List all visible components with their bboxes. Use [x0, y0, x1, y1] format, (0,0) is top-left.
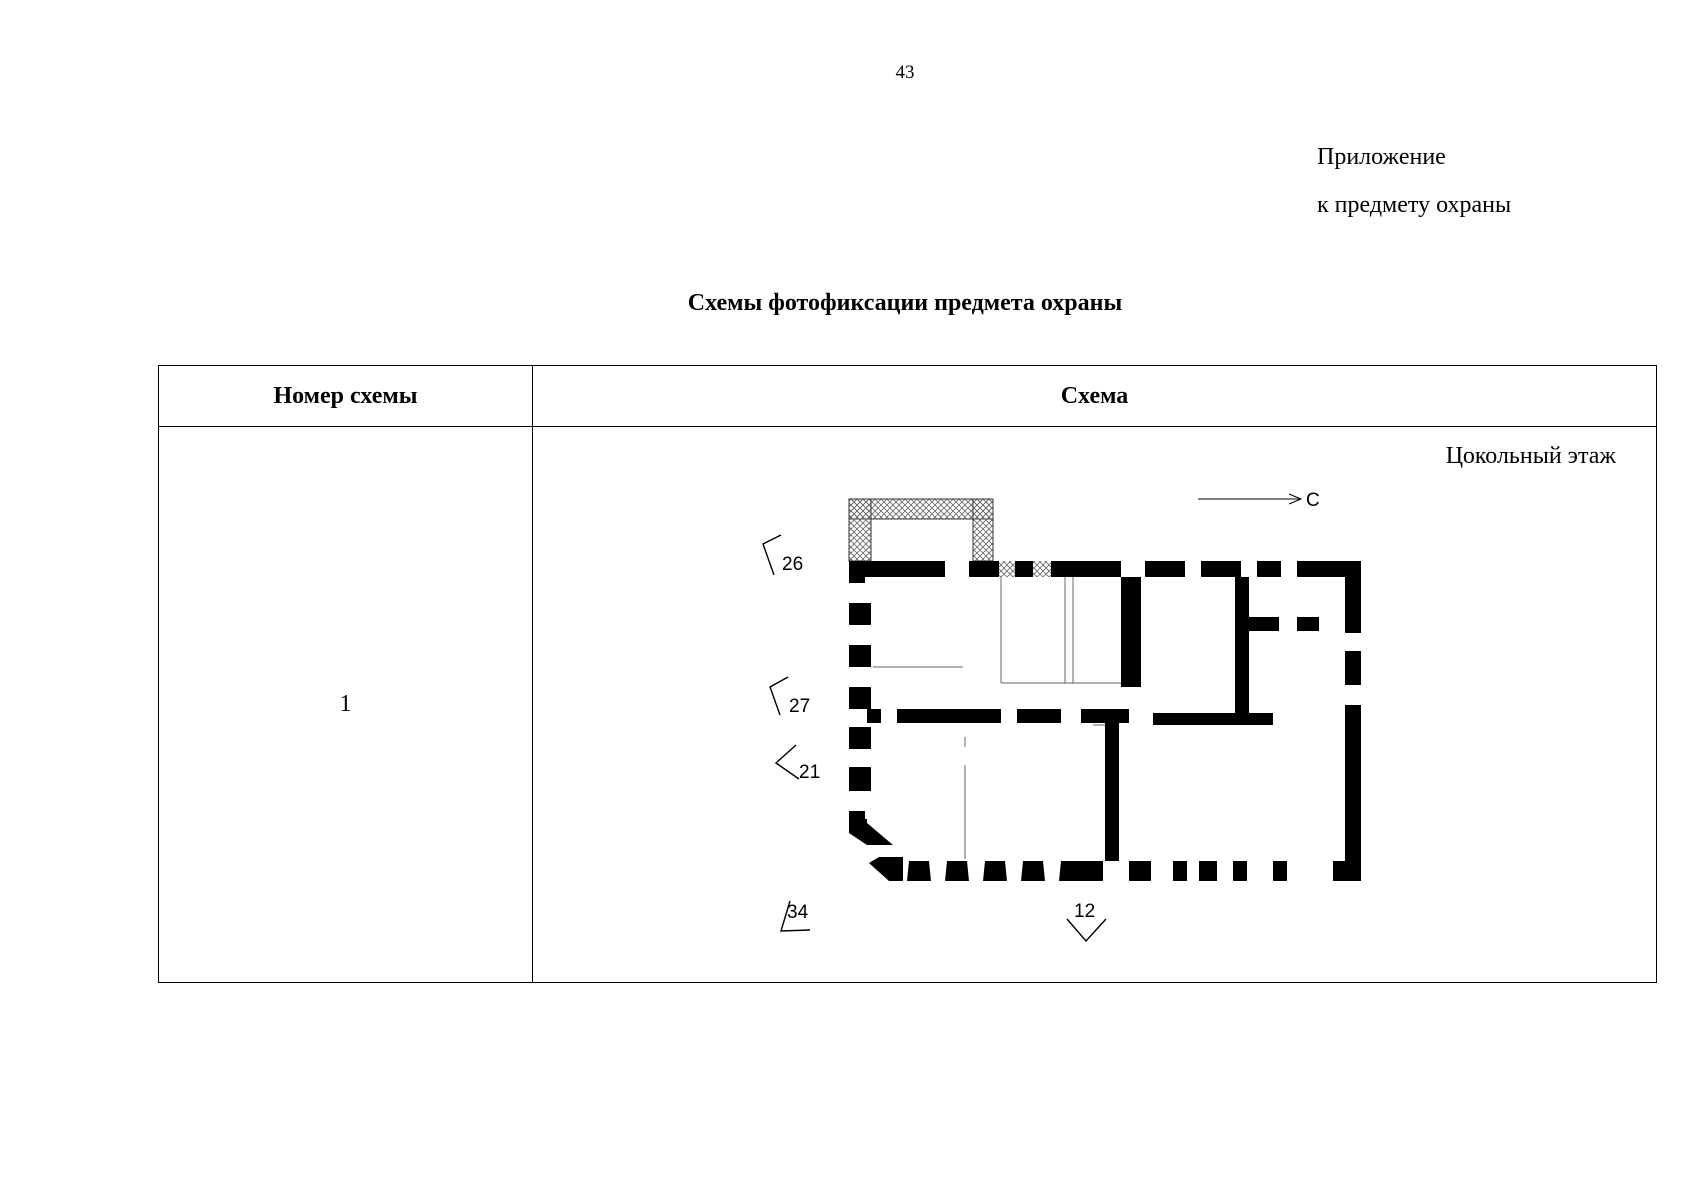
document-title: Схемы фотофиксации предмета охраны — [687, 290, 1123, 316]
header-scheme: Схема — [532, 365, 1657, 427]
header-scheme-number: Номер схемы — [158, 365, 533, 427]
table-header-row: Номер схемы Схема — [158, 365, 1657, 427]
partitions — [873, 577, 1121, 859]
page-number: 43 — [895, 62, 915, 83]
photo-marker-27: 27 — [769, 676, 810, 717]
photo-marker-12: 12 — [1066, 901, 1107, 943]
photo-marker-21: 21 — [774, 744, 820, 783]
annex-outline — [848, 498, 994, 562]
appendix-line-2: к предмету охраны — [1317, 192, 1512, 218]
floor-plan-drawing: С — [762, 490, 1361, 943]
building-walls — [849, 561, 1361, 881]
svg-text:27: 27 — [789, 696, 810, 717]
svg-text:12: 12 — [1074, 901, 1095, 922]
floor-label: Цокольный этаж — [1445, 443, 1616, 469]
north-label: С — [1306, 490, 1320, 511]
schemes-table: Номер схемы Схема 1 Цокольный этаж — [158, 365, 1657, 983]
north-arrow: С — [1198, 490, 1320, 511]
photo-marker-34: 34 — [780, 900, 811, 932]
photo-marker-26: 26 — [762, 534, 803, 576]
table-row: 1 Цокольный этаж С — [158, 426, 1657, 983]
scheme-number-cell: 1 — [158, 426, 533, 983]
svg-text:26: 26 — [782, 554, 803, 575]
svg-text:21: 21 — [799, 762, 820, 783]
scheme-cell: Цокольный этаж С — [532, 426, 1657, 983]
svg-text:34: 34 — [787, 902, 809, 923]
appendix-line-1: Приложение — [1317, 144, 1446, 170]
appendix-note: Приложение к предмету охраны — [1317, 133, 1511, 229]
